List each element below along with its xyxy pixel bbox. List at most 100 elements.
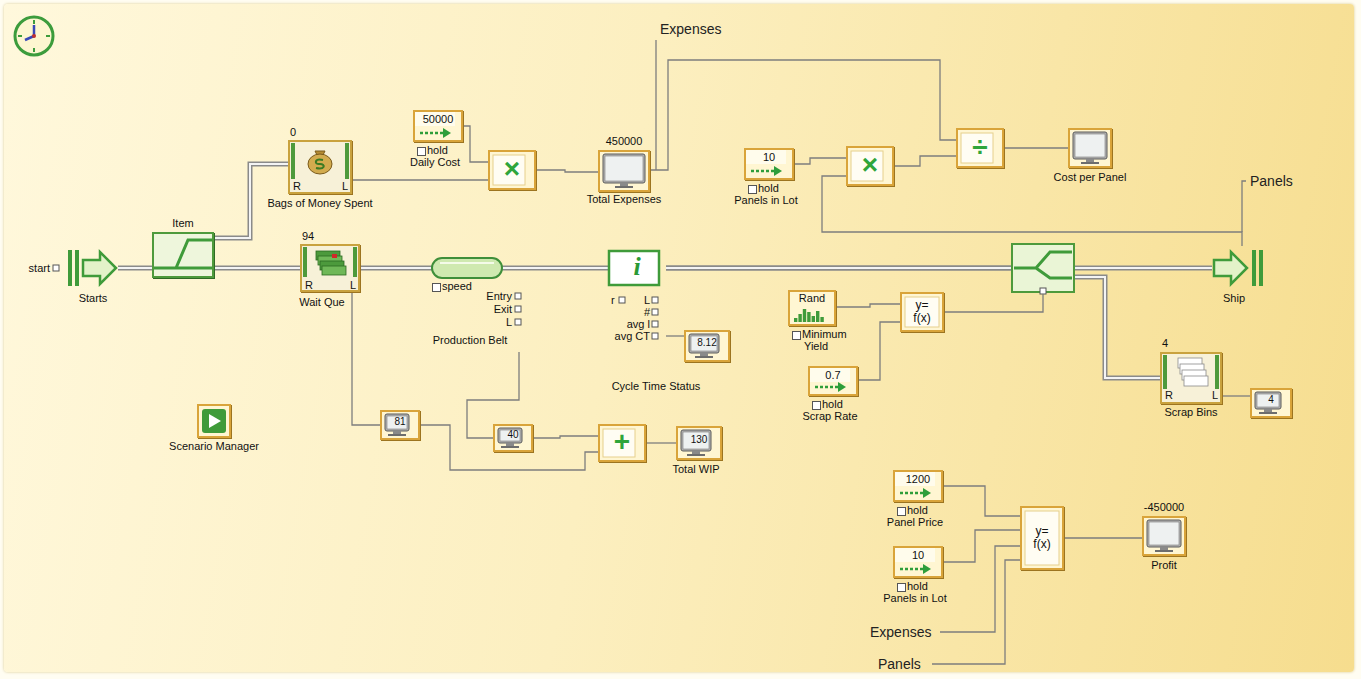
decoration — [652, 297, 658, 303]
value-connector — [822, 176, 1242, 246]
block-value: 0.7 — [810, 369, 856, 382]
decoration — [620, 183, 628, 186]
connector-line — [1064, 537, 1142, 538]
block-value: Rand — [790, 292, 834, 305]
display-block: 40 — [493, 424, 533, 452]
checkbox-label: hold — [822, 398, 843, 411]
display-block: 81 — [380, 410, 420, 440]
block-icon — [600, 152, 648, 190]
block-label: Panels in Lot — [883, 592, 947, 605]
connector-line — [360, 266, 432, 271]
connector-name: avg l — [627, 318, 650, 331]
decoration — [652, 321, 658, 327]
connector-name: start — [29, 262, 50, 275]
block-label: Item — [172, 217, 193, 230]
value-connector — [646, 443, 676, 444]
value-connector — [943, 486, 1020, 516]
block-label: Total Expenses — [587, 193, 662, 206]
checkbox — [432, 283, 441, 292]
decoration — [291, 143, 295, 179]
decoration — [83, 252, 116, 284]
named-connection-wires — [656, 40, 1246, 664]
constant-block: 0.7holdScrap Rate — [808, 366, 858, 396]
connection-name: Expenses — [660, 21, 721, 37]
decoration — [1184, 376, 1208, 386]
decoration — [1155, 550, 1173, 552]
decoration — [353, 247, 357, 277]
block-icon — [1252, 390, 1284, 416]
connector-name: R — [1165, 389, 1173, 402]
block-icon — [1212, 246, 1264, 290]
display-value: 130 — [678, 434, 720, 446]
decoration — [652, 309, 658, 315]
value-connector — [352, 292, 380, 425]
decoration — [615, 186, 633, 188]
connector-line — [1004, 147, 1068, 148]
connector-line — [822, 176, 1242, 246]
decoration — [807, 312, 810, 322]
connector-line — [352, 179, 488, 180]
math-block: × — [846, 146, 894, 186]
decoration — [695, 356, 713, 358]
connector-line — [118, 266, 152, 271]
decoration — [322, 266, 346, 275]
select-block-icon — [1012, 244, 1074, 294]
math-block: ÷ — [956, 128, 1004, 168]
value-connector — [650, 60, 956, 170]
decoration — [603, 154, 645, 183]
decoration — [1259, 412, 1277, 414]
item-connector — [118, 268, 152, 269]
decoration — [700, 353, 708, 356]
equation-text: y= f(x) — [910, 299, 934, 325]
decoration — [388, 434, 406, 436]
connector-name: speed — [442, 280, 472, 293]
checkbox-label: Minimum — [802, 328, 847, 341]
random-block: RandMinimumYield — [788, 290, 836, 326]
block-label: Production Belt — [433, 334, 508, 347]
connector-name: r — [611, 294, 615, 307]
decoration — [1040, 288, 1046, 294]
display-value: 40 — [495, 429, 531, 441]
connector-line — [532, 267, 608, 269]
connector-line — [420, 425, 598, 470]
decoration — [1257, 394, 1279, 407]
decoration — [303, 247, 307, 277]
display-block: 8.12Cycle Time Status — [684, 330, 730, 362]
checkbox-label: hold — [907, 580, 928, 593]
connection-name: Panels — [1250, 173, 1293, 189]
value-connector — [1064, 538, 1142, 539]
decoration — [1255, 392, 1281, 409]
decoration — [1259, 250, 1263, 286]
connector-line — [360, 267, 432, 269]
decoration — [900, 492, 923, 495]
decoration — [605, 156, 643, 181]
decoration — [655, 40, 656, 170]
decoration — [812, 316, 815, 322]
decoration — [68, 250, 72, 286]
scenario-block: Scenario Manager — [197, 404, 231, 438]
block-label: Cycle Time Status — [612, 380, 701, 393]
decoration — [1081, 162, 1099, 164]
value-connector — [836, 304, 900, 307]
math-symbol: × — [848, 150, 892, 180]
decoration — [432, 258, 502, 278]
block-label: Daily Cost — [410, 156, 460, 169]
decoration — [774, 166, 782, 176]
block-label: Starts — [79, 292, 108, 305]
info-symbol: i — [608, 252, 666, 282]
decoration — [515, 293, 521, 299]
decoration — [154, 240, 212, 268]
value-connector — [533, 436, 598, 438]
decoration — [502, 266, 532, 271]
decoration — [1014, 252, 1072, 278]
connector-line — [666, 335, 684, 336]
connector-name: # — [644, 306, 650, 319]
value-connector — [352, 180, 488, 181]
decoration — [1147, 520, 1181, 547]
display-value: 81 — [382, 416, 418, 428]
block-label: Panels in Lot — [734, 194, 798, 207]
connector-line — [118, 267, 152, 269]
checkbox — [792, 331, 801, 340]
decoration — [202, 409, 226, 433]
queue-block: 94RLWait Que — [300, 244, 360, 292]
